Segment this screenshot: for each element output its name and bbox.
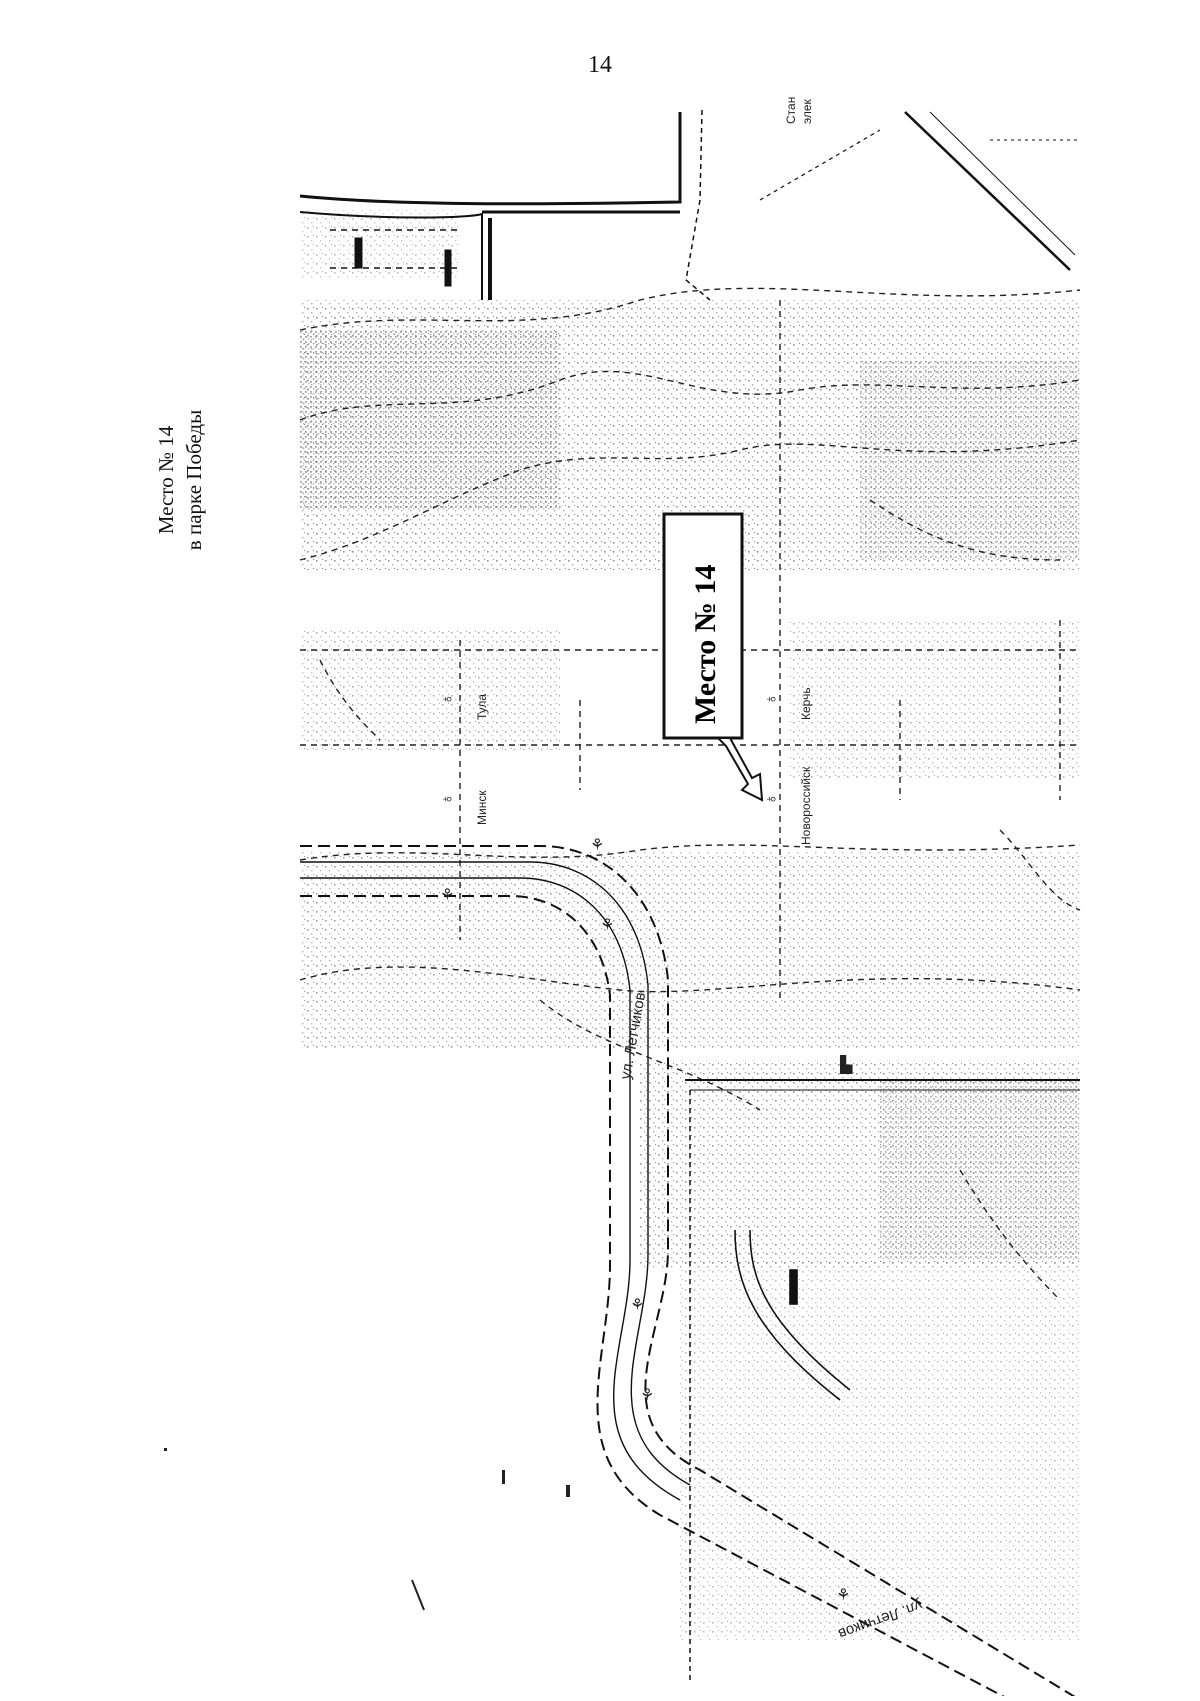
place-label-tula: Тула [475, 694, 489, 720]
place-label-minsk: Минск [475, 790, 489, 825]
access-road [734, 1229, 851, 1401]
svg-text:⚘: ⚘ [600, 917, 614, 934]
monument-icon: ♁ [763, 793, 780, 805]
callout-box: Место № 14 [662, 512, 744, 740]
corner-label-2: элек [800, 98, 814, 124]
rail-line [759, 111, 1080, 271]
corner-label-1: Стан [784, 97, 798, 124]
page-number: 14 [588, 52, 612, 78]
svg-text:⚘: ⚘ [630, 1297, 644, 1314]
monument-icon: ♁ [763, 693, 780, 705]
callout-label: Место № 14 [689, 565, 722, 724]
place-marker-novorossiysk: ♁ Новороссийск [763, 766, 813, 845]
monument-icon: ♁ [439, 693, 456, 705]
vegetation-area [300, 210, 1080, 1640]
svg-text:⚘: ⚘ [836, 1587, 850, 1604]
building-block [299, 109, 711, 301]
svg-text:⚘: ⚘ [590, 837, 604, 854]
tree-symbols: ⚘ ⚘ ⚘ ⚘ ⚘ ⚘ ▙ [440, 837, 853, 1604]
place-marker-kerch: ♁ Керчь [763, 687, 813, 720]
svg-text:⚘: ⚘ [640, 1387, 654, 1404]
place-label-kerch: Керчь [799, 687, 813, 720]
monument-icon: ♁ [439, 793, 456, 805]
main-road [300, 845, 1081, 1701]
place-marker-minsk: ♁ Минск [439, 790, 489, 825]
arrow-icon [715, 737, 764, 802]
svg-text:▙: ▙ [839, 1055, 853, 1074]
place-label-novorossiysk: Новороссийск [799, 766, 813, 845]
stray-marks [164, 1448, 570, 1611]
svg-text:⚘: ⚘ [440, 887, 454, 904]
place-marker-tula: ♁ Тула [439, 693, 489, 720]
